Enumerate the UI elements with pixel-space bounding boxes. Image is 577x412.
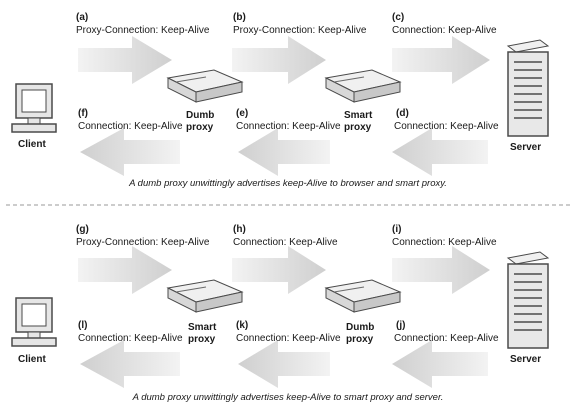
proxy2-label-line1: Smart bbox=[344, 110, 373, 121]
message-step: (l) bbox=[78, 320, 87, 331]
arrow-h bbox=[232, 246, 326, 294]
arrow-b bbox=[232, 36, 326, 84]
message-header: Connection: Keep-Alive bbox=[233, 237, 338, 248]
arrow-g bbox=[78, 246, 172, 294]
proxy1-label-line2: proxy bbox=[186, 122, 214, 133]
server-label: Server bbox=[510, 354, 541, 365]
arrow-c bbox=[392, 36, 490, 84]
message-step: (i) bbox=[392, 224, 401, 235]
message-header: Connection: Keep-Alive bbox=[392, 25, 497, 36]
proxy1-label-line1: Dumb bbox=[186, 110, 214, 121]
arrow-e bbox=[238, 128, 330, 176]
client-label: Client bbox=[18, 354, 46, 365]
server-icon bbox=[506, 251, 550, 349]
message-step: (c) bbox=[392, 12, 404, 23]
message-header: Connection: Keep-Alive bbox=[78, 333, 183, 344]
panel-2: Client Smart proxy Dumb proxy bbox=[11, 224, 550, 403]
proxy2-label-line2: proxy bbox=[344, 122, 372, 133]
proxy-box-icon bbox=[324, 69, 402, 103]
proxy-box-icon bbox=[324, 279, 402, 313]
message-header: Connection: Keep-Alive bbox=[236, 121, 341, 132]
message-step: (a) bbox=[76, 12, 88, 23]
message-step: (j) bbox=[396, 320, 405, 331]
arrow-i bbox=[392, 246, 490, 294]
arrow-l bbox=[80, 340, 180, 388]
message-step: (f) bbox=[78, 108, 88, 119]
message-step: (d) bbox=[396, 108, 409, 119]
proxy-box-icon bbox=[166, 279, 244, 313]
arrow-f bbox=[80, 128, 180, 176]
message-header: Connection: Keep-Alive bbox=[394, 121, 499, 132]
arrow-j bbox=[392, 340, 488, 388]
proxy1-label-line2: proxy bbox=[188, 334, 216, 345]
proxy-box-icon bbox=[166, 69, 244, 103]
message-header: Connection: Keep-Alive bbox=[78, 121, 183, 132]
message-header: Connection: Keep-Alive bbox=[392, 237, 497, 248]
panel-caption: A dumb proxy unwittingly advertises keep… bbox=[132, 392, 444, 403]
server-icon bbox=[506, 39, 550, 137]
server-label: Server bbox=[510, 142, 541, 153]
message-header: Proxy-Connection: Keep-Alive bbox=[76, 25, 210, 36]
proxy2-label-line1: Dumb bbox=[346, 322, 374, 333]
proxy1-label-line1: Smart bbox=[188, 322, 217, 333]
panel-caption: A dumb proxy unwittingly advertises keep… bbox=[128, 178, 447, 189]
message-header: Proxy-Connection: Keep-Alive bbox=[76, 237, 210, 248]
client-label: Client bbox=[18, 139, 46, 150]
client-computer-icon bbox=[11, 297, 57, 347]
message-step: (e) bbox=[236, 108, 248, 119]
message-header: Connection: Keep-Alive bbox=[236, 333, 341, 344]
client-computer-icon bbox=[11, 83, 57, 133]
message-step: (k) bbox=[236, 320, 248, 331]
proxy2-label-line2: proxy bbox=[346, 334, 374, 345]
arrow-d bbox=[392, 128, 488, 176]
message-header: Proxy-Connection: Keep-Alive bbox=[233, 25, 367, 36]
message-step: (g) bbox=[76, 224, 89, 235]
panel-1: Client Dumb proxy Smart proxy bbox=[11, 12, 550, 189]
message-header: Connection: Keep-Alive bbox=[394, 333, 499, 344]
arrow-k bbox=[238, 340, 330, 388]
message-step: (b) bbox=[233, 12, 246, 23]
message-step: (h) bbox=[233, 224, 246, 235]
arrow-a bbox=[78, 36, 172, 84]
